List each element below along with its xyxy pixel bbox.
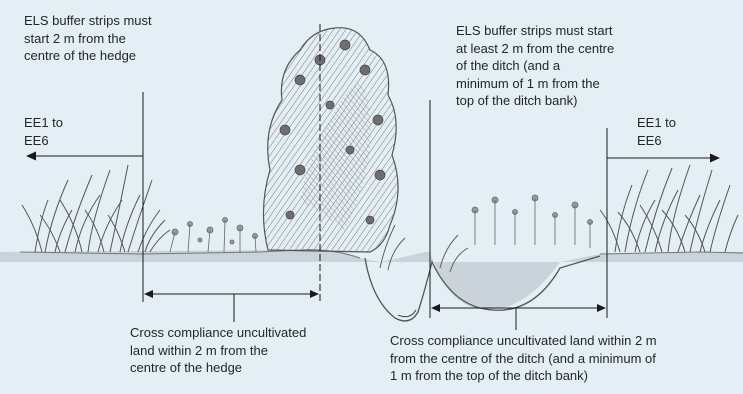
ee-right-label: EE1 to EE6: [637, 114, 676, 149]
els-ditch-label: ELS buffer strips must start at least 2 …: [456, 22, 656, 110]
ditch-water: [398, 310, 416, 317]
hedge-cross-compliance-span: [144, 290, 319, 322]
left-flowers: [170, 218, 258, 253]
ee-left-arrow: [26, 152, 143, 161]
els-hedge-label: ELS buffer strips must start 2 m from th…: [24, 12, 199, 65]
right-grass: [600, 165, 738, 252]
ditch-cross-compliance-span: [431, 304, 606, 330]
ee-left-label: EE1 to EE6: [24, 114, 63, 149]
cross-compliance-hedge-label: Cross compliance uncultivated land withi…: [130, 324, 360, 377]
cross-compliance-ditch-label: Cross compliance uncultivated land withi…: [390, 332, 735, 385]
ee-right-arrow: [607, 154, 720, 163]
right-flowers: [472, 195, 593, 248]
ground: [0, 250, 743, 310]
left-grass: [22, 165, 170, 252]
